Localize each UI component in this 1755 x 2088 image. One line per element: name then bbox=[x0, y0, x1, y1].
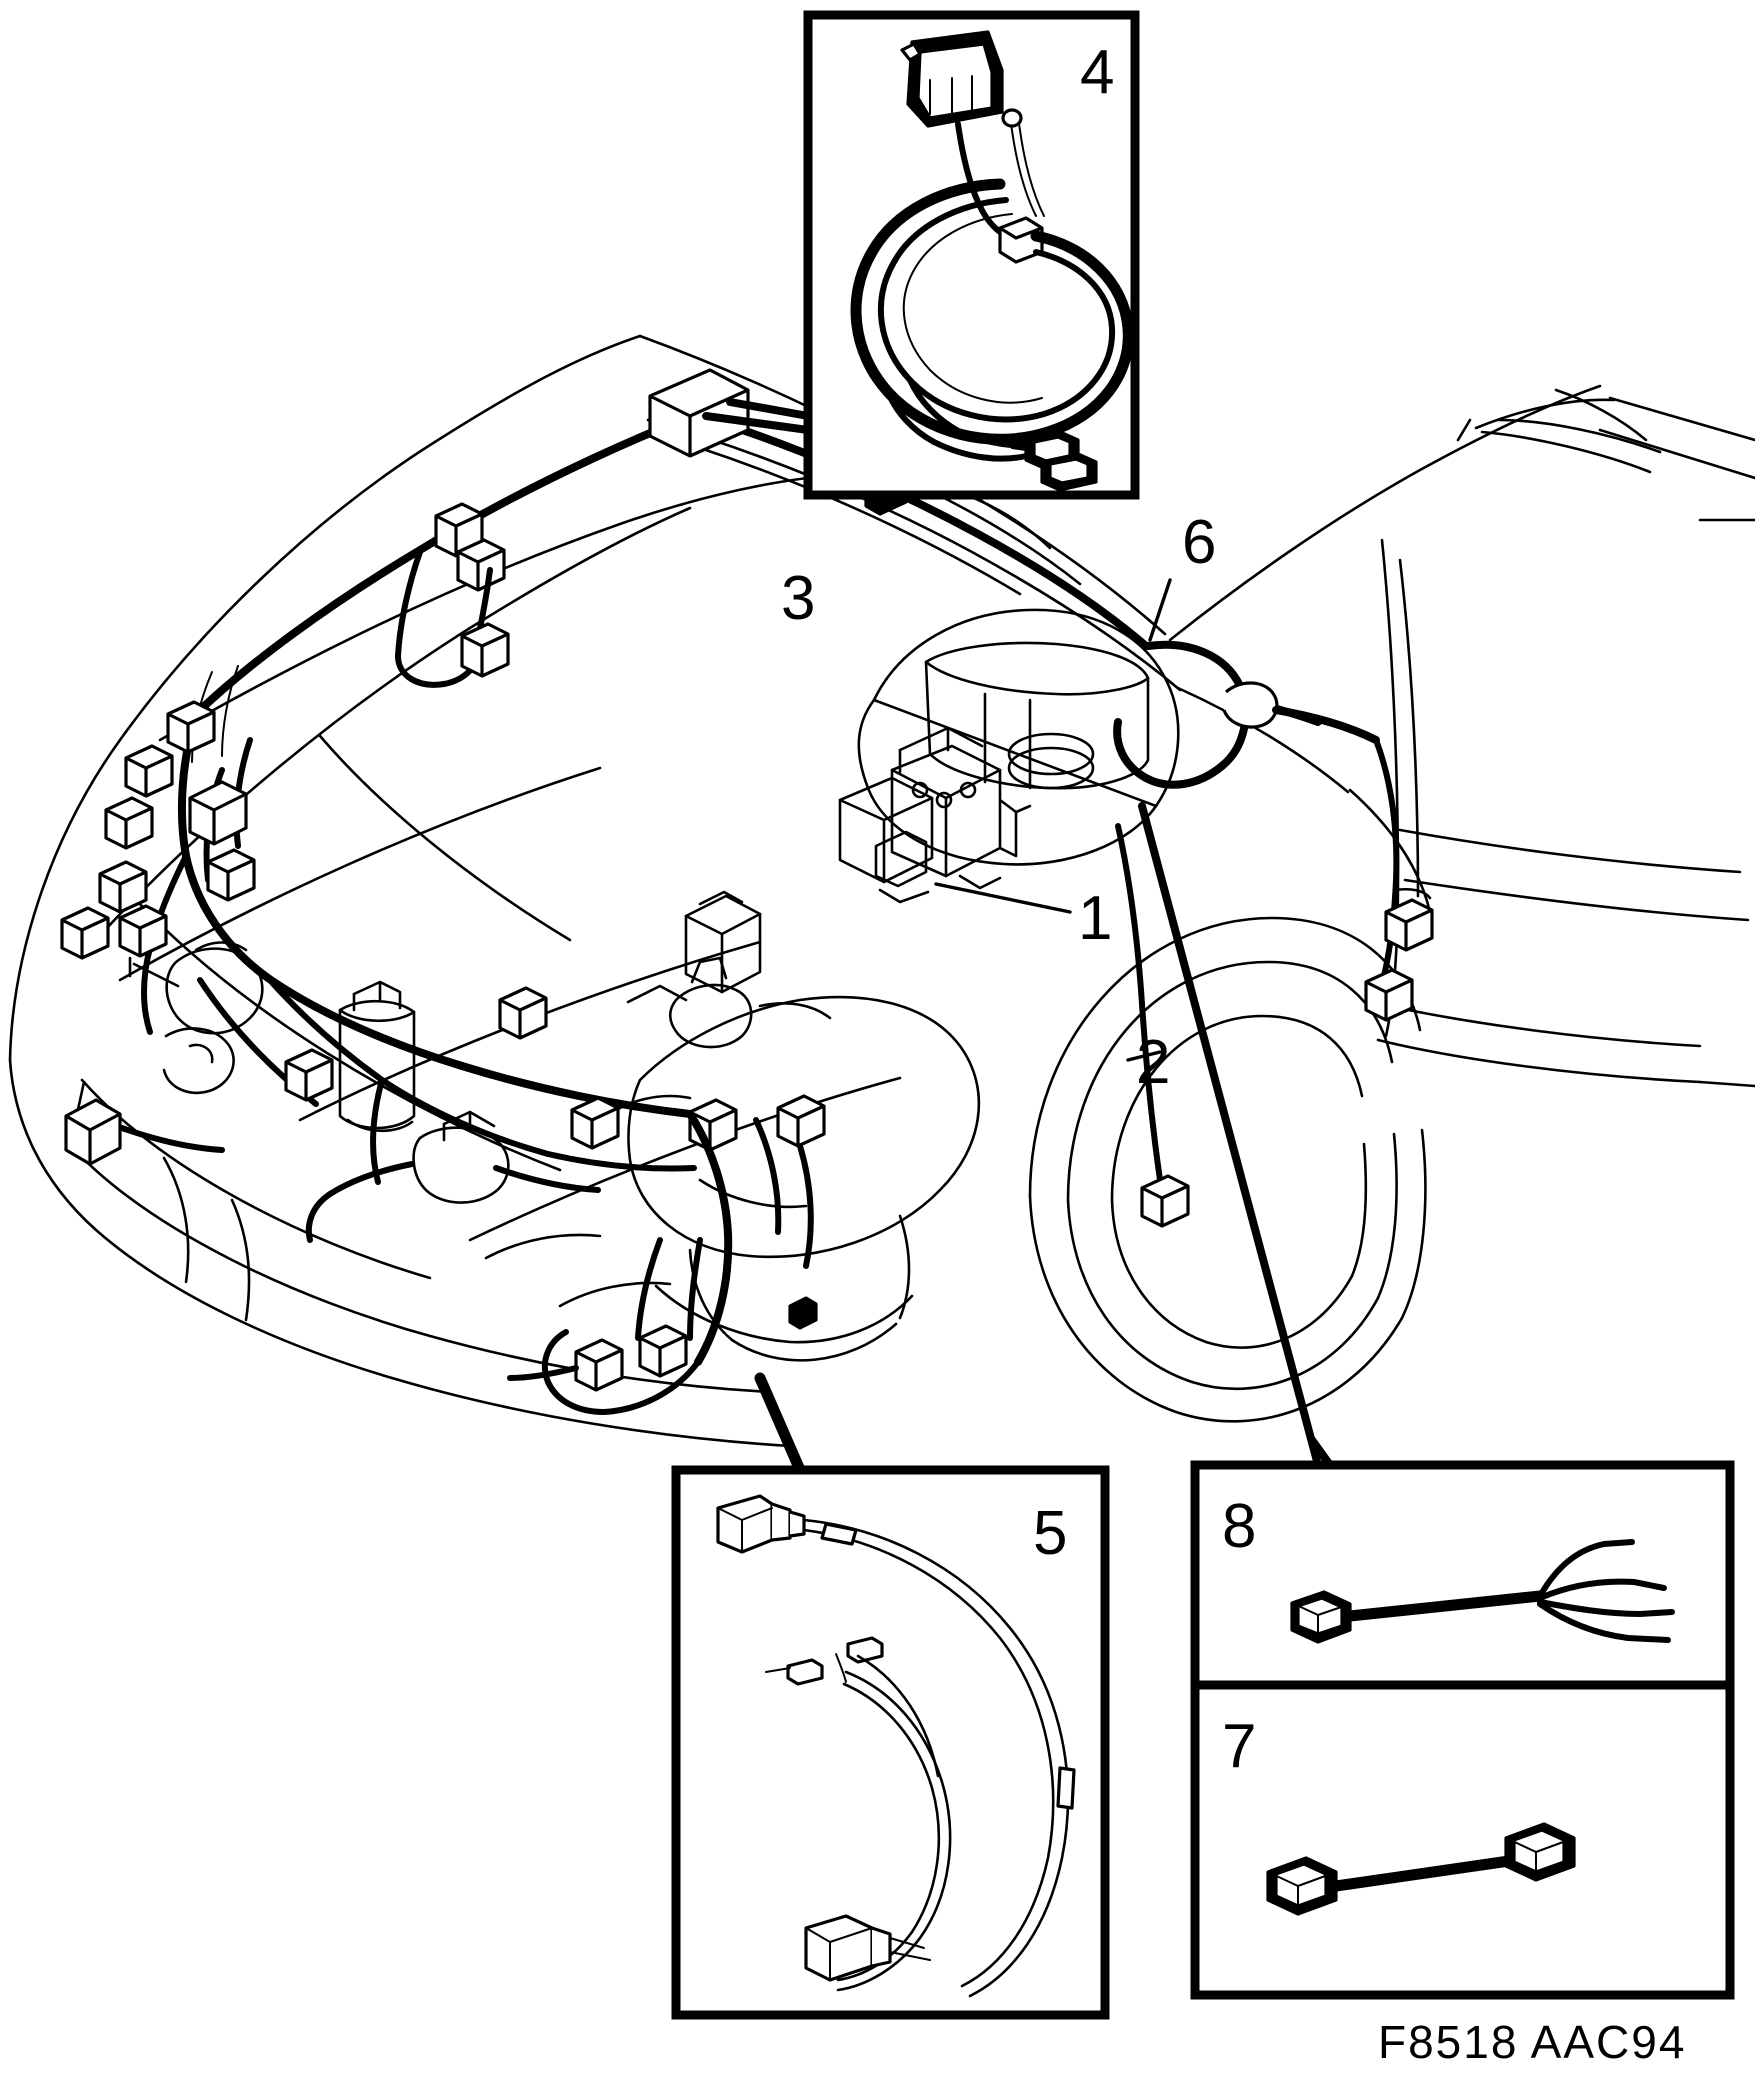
inset-box-5 bbox=[671, 1465, 1110, 2020]
inset-box-4 bbox=[803, 10, 1140, 500]
callout-number-2: 2 bbox=[1136, 1028, 1171, 1097]
washer-fluid-bottle bbox=[626, 890, 762, 1049]
inset-8-part-drawing bbox=[1290, 1539, 1675, 1644]
inset-box-number-5: 5 bbox=[1033, 1499, 1068, 1568]
harness-run-right-inner-wing bbox=[1113, 578, 1434, 1022]
harness-run-engine-bay-left bbox=[60, 665, 826, 1415]
figure-caption: F8518 AAC94 bbox=[1378, 2016, 1687, 2068]
callout-number-1: 1 bbox=[1078, 884, 1113, 953]
inset-4-part-drawing bbox=[850, 30, 1134, 492]
leader-callout-1 bbox=[934, 882, 1072, 914]
inset-box-number-8: 8 bbox=[1222, 1492, 1257, 1561]
relay-fuse-block bbox=[838, 726, 1032, 904]
brake-master-cylinder-reservoir bbox=[857, 608, 1180, 866]
inset-box-number-4: 4 bbox=[1080, 38, 1115, 107]
harness-run-inner-wing-earth bbox=[1115, 823, 1190, 1228]
inset-box-7 bbox=[1190, 1680, 1735, 2000]
harness-run-bulkhead bbox=[192, 368, 1150, 718]
misc-engine-bay-structures bbox=[484, 1002, 832, 1308]
inset-box-8 bbox=[1190, 1460, 1735, 1690]
inset-7-part-drawing bbox=[1266, 1822, 1576, 1916]
callout-number-6: 6 bbox=[1182, 508, 1217, 577]
inset-box-number-7: 7 bbox=[1222, 1712, 1257, 1781]
callout-number-3: 3 bbox=[781, 564, 816, 633]
inset-5-part-drawing bbox=[716, 1494, 1076, 1998]
